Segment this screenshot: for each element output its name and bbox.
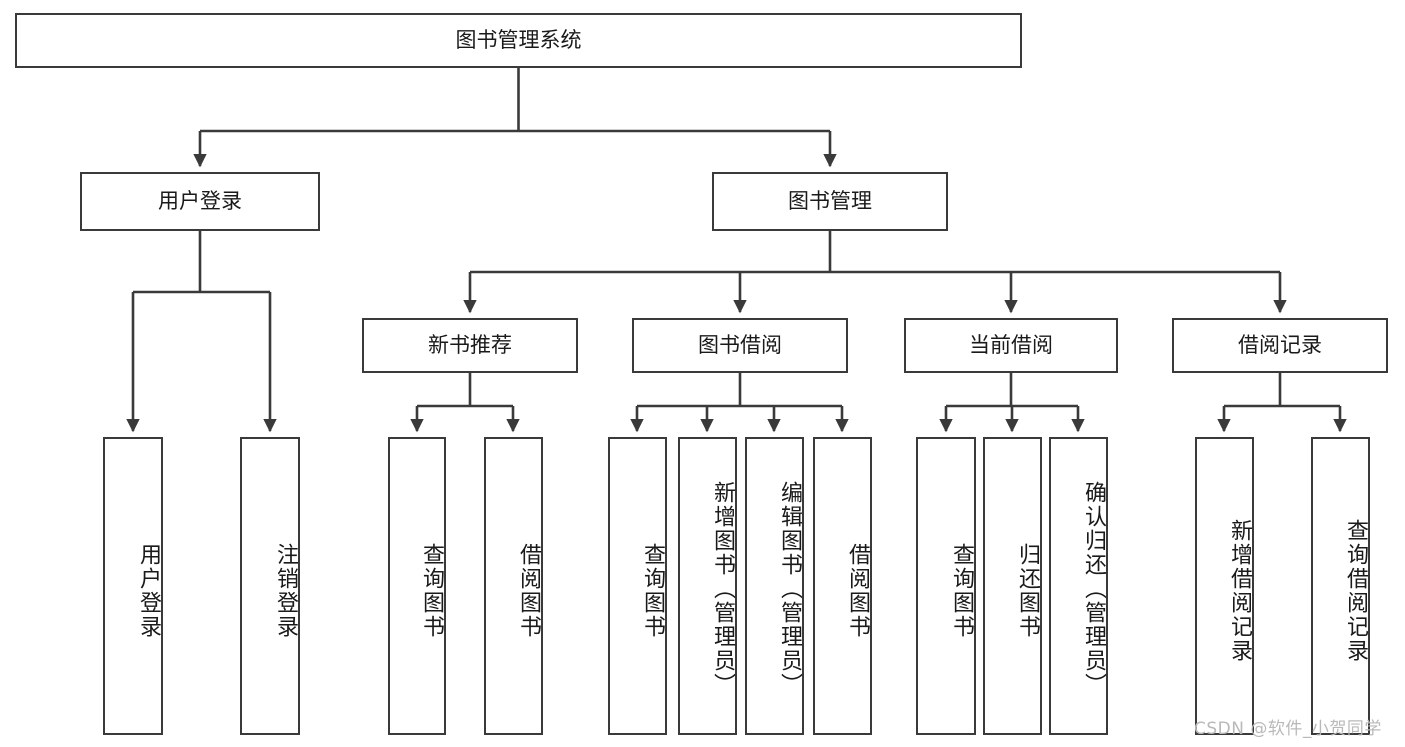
leaf-user-login[interactable]: 用户登录 xyxy=(103,437,163,735)
node-user-login-label: 用户登录 xyxy=(158,189,242,214)
node-book-management[interactable]: 图书管理 xyxy=(712,172,948,231)
node-book-borrow-label: 图书借阅 xyxy=(698,333,782,358)
leaf-borrow-book-label: 借阅图书 xyxy=(845,543,870,639)
leaf-return-book[interactable]: 归还图书 xyxy=(983,437,1042,735)
leaf-edit-book-admin[interactable]: 编辑图书（管理员） xyxy=(745,437,804,735)
node-current-borrow-label: 当前借阅 xyxy=(969,333,1053,358)
leaf-query-book-new-label: 查询图书 xyxy=(419,543,444,639)
leaf-logout-label: 注销登录 xyxy=(273,543,298,639)
node-root[interactable]: 图书管理系统 xyxy=(15,13,1022,68)
leaf-query-borrow-record[interactable]: 查询借阅记录 xyxy=(1311,437,1370,735)
node-borrow-records-label: 借阅记录 xyxy=(1238,333,1322,358)
leaf-confirm-return-admin[interactable]: 确认归还（管理员） xyxy=(1049,437,1108,735)
leaf-query-book-borrow[interactable]: 查询图书 xyxy=(608,437,667,735)
node-root-label: 图书管理系统 xyxy=(455,28,582,53)
leaf-query-book-current[interactable]: 查询图书 xyxy=(916,437,976,735)
node-new-book-recommend[interactable]: 新书推荐 xyxy=(362,318,578,373)
leaf-borrow-book-new[interactable]: 借阅图书 xyxy=(484,437,543,735)
leaf-borrow-book-new-label: 借阅图书 xyxy=(516,543,541,639)
leaf-confirm-return-admin-label: 确认归还（管理员） xyxy=(1081,481,1106,697)
watermark: CSDN @软件_小贺同学 xyxy=(1194,719,1382,739)
node-new-book-recommend-label: 新书推荐 xyxy=(428,333,512,358)
leaf-add-book-admin[interactable]: 新增图书（管理员） xyxy=(678,437,737,735)
leaf-query-book-current-label: 查询图书 xyxy=(949,543,974,639)
leaf-query-borrow-record-label: 查询借阅记录 xyxy=(1343,519,1368,663)
node-book-borrow[interactable]: 图书借阅 xyxy=(632,318,848,373)
leaf-logout[interactable]: 注销登录 xyxy=(240,437,300,735)
leaf-add-borrow-record[interactable]: 新增借阅记录 xyxy=(1195,437,1254,735)
leaf-add-borrow-record-label: 新增借阅记录 xyxy=(1227,519,1252,663)
leaf-add-book-admin-label: 新增图书（管理员） xyxy=(710,481,735,697)
leaf-return-book-label: 归还图书 xyxy=(1015,543,1040,639)
node-user-login[interactable]: 用户登录 xyxy=(80,172,320,231)
node-borrow-records[interactable]: 借阅记录 xyxy=(1172,318,1388,373)
leaf-query-book-new[interactable]: 查询图书 xyxy=(388,437,446,735)
leaf-query-book-borrow-label: 查询图书 xyxy=(640,543,665,639)
node-current-borrow[interactable]: 当前借阅 xyxy=(904,318,1118,373)
leaf-user-login-label: 用户登录 xyxy=(136,543,161,639)
leaf-borrow-book[interactable]: 借阅图书 xyxy=(813,437,872,735)
node-book-management-label: 图书管理 xyxy=(788,189,872,214)
leaf-edit-book-admin-label: 编辑图书（管理员） xyxy=(777,481,802,697)
